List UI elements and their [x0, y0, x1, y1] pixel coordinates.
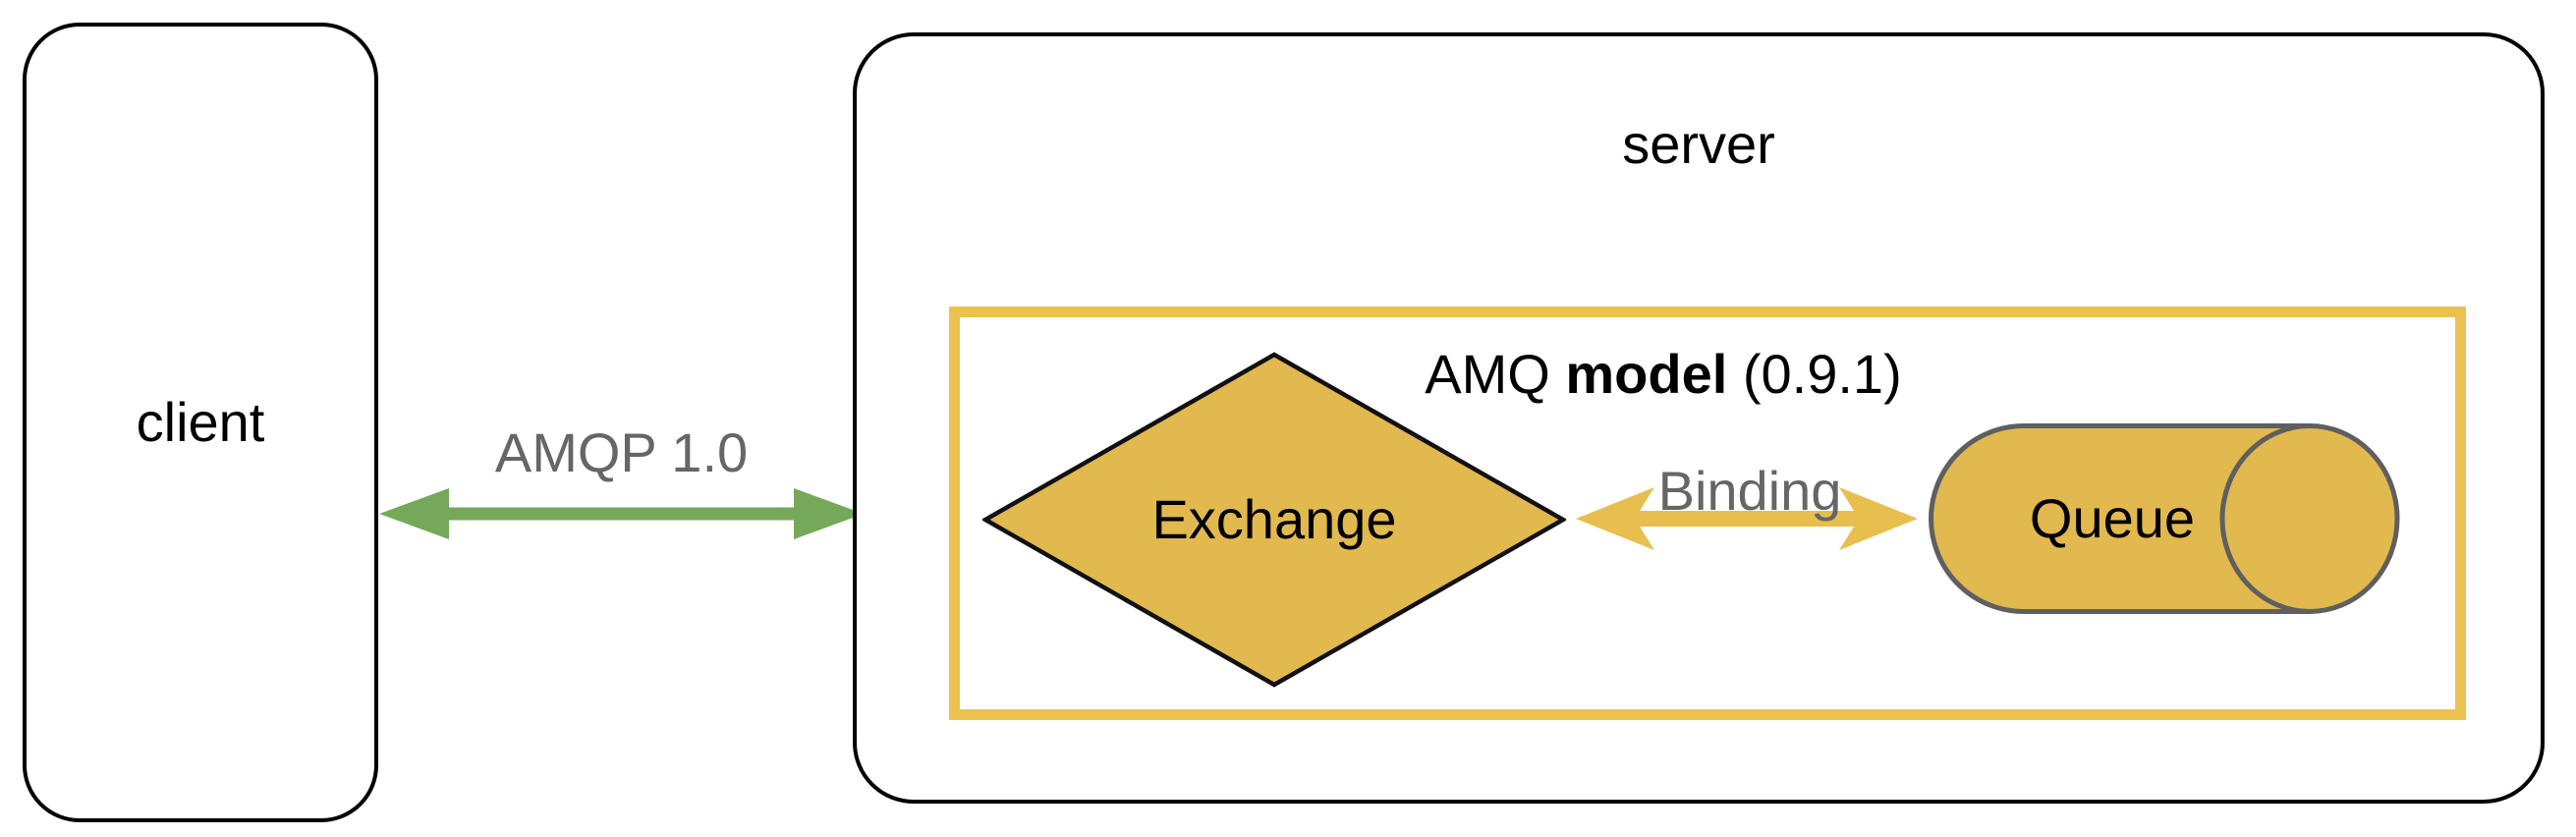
cylinder-end-cap	[2219, 423, 2400, 614]
server-label: server	[1622, 112, 1775, 175]
binding-arrowhead-left	[1576, 487, 1654, 550]
client-node: client	[23, 23, 378, 822]
binding-label: Binding	[1657, 459, 1842, 522]
cylinder-body	[1929, 423, 2313, 614]
exchange-label: Exchange	[1151, 487, 1397, 550]
queue-label: Queue	[2029, 486, 2196, 549]
amq-model-title-prefix: AMQ	[1425, 342, 1550, 405]
amqp-connection-arrow	[379, 488, 864, 539]
amq-model-title-bold: model	[1565, 342, 1728, 405]
client-label: client	[136, 390, 265, 453]
binding-arrow	[1576, 487, 1918, 550]
double-arrow-shape	[379, 488, 864, 539]
amq-model-box	[949, 307, 2466, 720]
amq-model-title-version: (0.9.1)	[1742, 342, 1902, 405]
queue-cylinder	[1929, 423, 2400, 614]
binding-arrow-shaft	[1631, 511, 1863, 527]
diamond-shape	[982, 352, 1566, 688]
amqp-protocol-label: AMQP 1.0	[494, 420, 749, 483]
binding-arrowhead-right	[1839, 487, 1918, 550]
amq-model-title: AMQ model (0.9.1)	[949, 344, 2378, 405]
server-node	[853, 32, 2545, 804]
exchange-diamond	[982, 352, 1566, 688]
